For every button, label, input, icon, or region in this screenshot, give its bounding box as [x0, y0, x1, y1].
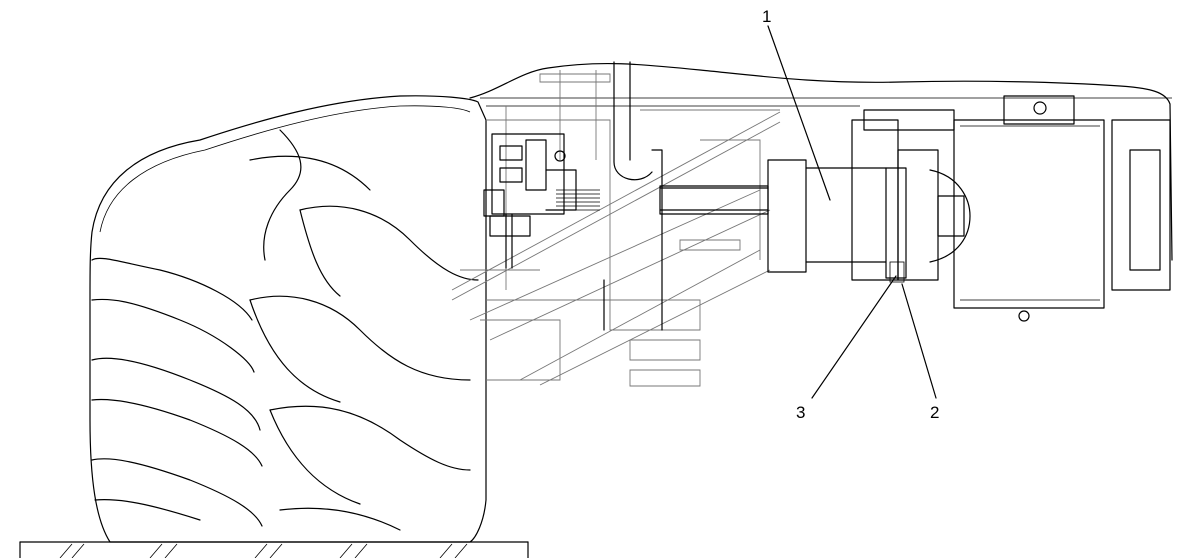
callout-2: 2 — [930, 403, 939, 422]
tire — [89, 95, 487, 543]
ground — [19, 541, 529, 558]
body-outline — [469, 62, 1173, 261]
callout-1: 1 — [762, 7, 771, 26]
brake-assembly — [483, 133, 600, 269]
callout-3: 3 — [796, 403, 805, 422]
pipe — [603, 61, 663, 331]
final-drive — [851, 95, 1171, 322]
frame-structure — [451, 70, 781, 387]
axle-shaft — [659, 159, 887, 273]
leader-lines — [767, 25, 937, 399]
